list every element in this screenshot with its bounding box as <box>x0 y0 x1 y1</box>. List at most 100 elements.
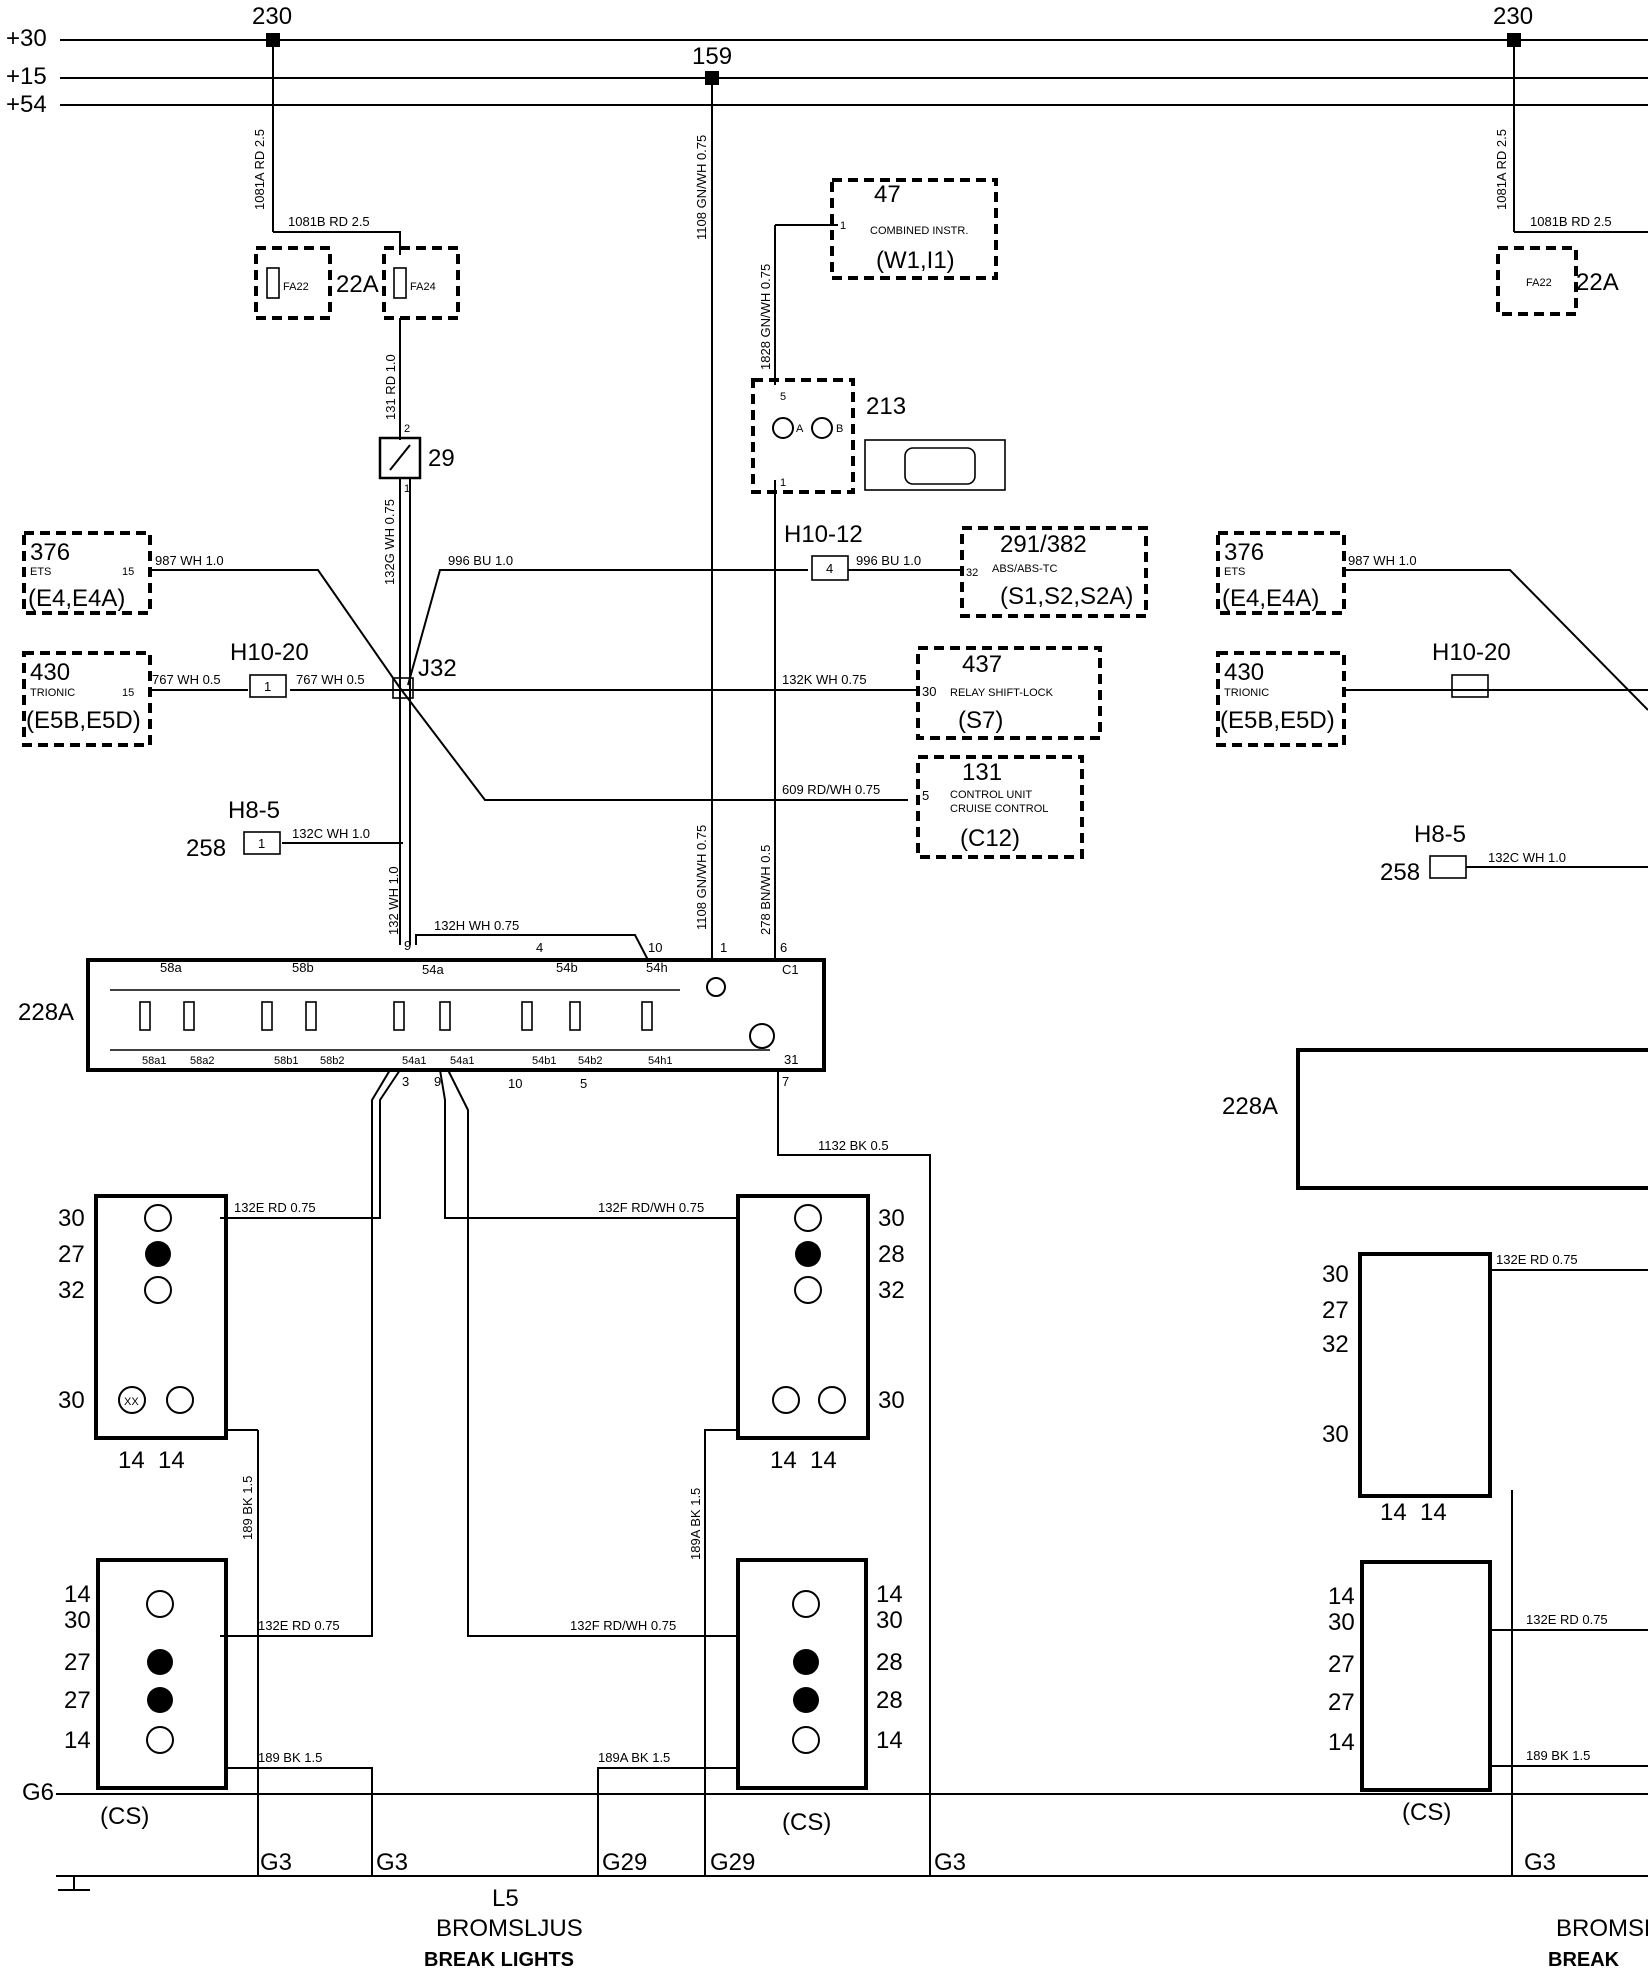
module-228a-label: 228A <box>18 999 74 1026</box>
comp-47-num: 47 <box>874 181 901 208</box>
fuse-section-left: 1081A RD 2.5 1081B RD 2.5 FA22 22A FA24 … <box>252 47 460 945</box>
ground-g29-1: G29 <box>602 1849 647 1876</box>
rail-30-label: +30 <box>6 25 47 52</box>
switch-29-pin1: 1 <box>404 483 410 495</box>
lamp-unit-left-upper: XX 30 27 32 30 14 14 189 BK 1.5 <box>58 1194 259 1876</box>
comp-47-pin: 1 <box>840 220 846 232</box>
lamp-lu-lab3: 30 <box>58 1387 85 1414</box>
wire-132k-label: 132K WH 0.75 <box>782 672 867 687</box>
lamp-ll-lab4: 14 <box>64 1727 91 1754</box>
pin-54h: 54h <box>646 960 668 975</box>
r-lu-0: 30 <box>1322 1261 1349 1288</box>
wire-189a2-label: 189A BK 1.5 <box>598 1750 670 1765</box>
lamp-cl-lab0: 14 <box>876 1581 903 1608</box>
comp-131-pin: 5 <box>922 788 929 803</box>
comp-376-pin: 15 <box>122 566 134 578</box>
wire-1081a-label: 1081A RD 2.5 <box>252 129 267 210</box>
r-430-num: 430 <box>1224 659 1264 686</box>
power-rails: +30 +15 +54 230 159 230 <box>6 3 1648 118</box>
pin-58a1: 58a1 <box>142 1055 166 1067</box>
lamp-lu-bottom: 14 14 <box>118 1447 185 1474</box>
lamp-cu-lab0: 30 <box>878 1205 905 1232</box>
r-ll-0: 14 <box>1328 1583 1355 1610</box>
r-376-num: 376 <box>1224 539 1264 566</box>
r-wire-1081b: 1081B RD 2.5 <box>1530 214 1612 229</box>
fuse-fa24 <box>393 267 407 299</box>
comp-131-name1: CONTROL UNIT <box>950 789 1032 801</box>
rail-54-label: +54 <box>6 91 47 118</box>
r-fuse-block: 22A <box>1576 269 1619 296</box>
switch-29-pin2: 2 <box>404 423 410 435</box>
wire-132e2-label: 132E RD 0.75 <box>258 1618 340 1633</box>
comp-131-name2: CRUISE CONTROL <box>950 803 1048 815</box>
wire-609-label: 609 RD/WH 0.75 <box>782 782 880 797</box>
fuse-fa22 <box>266 267 280 299</box>
comp-437-name: RELAY SHIFT-LOCK <box>950 687 1054 699</box>
comp-131: 131 5 CONTROL UNIT CRUISE CONTROL (C12) <box>916 755 1084 859</box>
lamp-cu-lab2: 32 <box>878 1277 905 1304</box>
car-icon <box>864 439 1006 491</box>
lamp-cl-lab4: 14 <box>876 1727 903 1754</box>
lamp-ll-lab3: 27 <box>64 1687 91 1714</box>
right-repeat-section: 1081A RD 2.5 1081B RD 2.5 FA22 22A 376 E… <box>1216 47 1648 1876</box>
comp-437: 437 30 RELAY SHIFT-LOCK (S7) <box>916 646 1102 740</box>
lamp-lu-lab1: 27 <box>58 1241 85 1268</box>
above-1: 1 <box>720 940 727 955</box>
conn-h1012-label: H10-12 <box>784 521 863 548</box>
lamp-ll-lab1: 30 <box>64 1607 91 1634</box>
pin-54b: 54b <box>556 960 578 975</box>
pin-58b2: 58b2 <box>320 1055 344 1067</box>
conn-h1012: H10-12 4 <box>784 521 863 581</box>
pin-54b2: 54b2 <box>578 1055 602 1067</box>
ground-g3-4: G3 <box>1524 1849 1556 1876</box>
comp-430: 430 TRIONIC 15 (E5B,E5D) <box>22 651 152 747</box>
wire-996a-label: 996 BU 1.0 <box>448 553 513 568</box>
lamp-unit-left-lower: 14 30 27 27 14 189 BK 1.5 (CS) <box>64 1558 373 1876</box>
ground-g3-3: G3 <box>934 1849 966 1876</box>
r-fuse-fa22: FA22 <box>1526 277 1552 289</box>
comp-430-name: TRIONIC <box>30 687 75 699</box>
conn-h85 <box>243 831 281 855</box>
wire-132-label: 132 WH 1.0 <box>386 866 401 935</box>
wire-132h-label: 132H WH 0.75 <box>434 918 519 933</box>
fuse-fa24-box <box>382 246 460 320</box>
wire-189b-label: 189 BK 1.5 <box>258 1750 322 1765</box>
wire-132f-label: 132F RD/WH 0.75 <box>598 1200 704 1215</box>
comp-131-num: 131 <box>962 759 1002 786</box>
pin-54h1: 54h1 <box>648 1055 672 1067</box>
wire-132f2-label: 132F RD/WH 0.75 <box>570 1618 676 1633</box>
above-9: 9 <box>404 938 411 953</box>
conn-h1020 <box>249 674 287 698</box>
node-159 <box>705 71 719 85</box>
comp-437-ref: (S7) <box>958 707 1003 734</box>
splice-j32 <box>392 677 414 699</box>
comp-291-382: 291/382 32 ABS/ABS-TC (S1,S2,S2A) <box>960 526 1148 618</box>
fuse-fa22-box <box>254 246 332 320</box>
wire-132c-label: 132C WH 1.0 <box>292 826 370 841</box>
lamp-ll-lab2: 27 <box>64 1649 91 1676</box>
pin-58a2: 58a2 <box>190 1055 214 1067</box>
footer: L5 BROMSLJUS BREAK LIGHTS BROMSL BREAK <box>424 1885 1648 1971</box>
pin-58b: 58b <box>292 960 314 975</box>
node-159-label: 159 <box>692 43 732 70</box>
r-wire-132e2: 132E RD 0.75 <box>1526 1612 1608 1627</box>
r-lu-2: 32 <box>1322 1331 1349 1358</box>
r-h1020: H10-20 <box>1432 639 1511 666</box>
footer-english: BREAK LIGHTS <box>424 1949 574 1971</box>
splice-j32-label: J32 <box>418 655 457 682</box>
switch-29-label: 29 <box>428 445 455 472</box>
lamp-cl-lab1: 30 <box>876 1607 903 1634</box>
above-10: 10 <box>648 940 662 955</box>
lamp-cu-lab3: 30 <box>878 1387 905 1414</box>
r-cs: (CS) <box>1402 1799 1451 1826</box>
wire-767b-label: 767 WH 0.5 <box>296 672 365 687</box>
lamp-cl-lab3: 28 <box>876 1687 903 1714</box>
pin-54b1: 54b1 <box>532 1055 556 1067</box>
r-376-ref: (E4,E4A) <box>1222 585 1319 612</box>
module-228a: 228A 132H WH 0.75 58a 58b 54a 54b 54h C1… <box>18 918 826 1091</box>
r-430-ref: (E5B,E5D) <box>1220 707 1335 734</box>
r-ll-4: 14 <box>1328 1729 1355 1756</box>
conn-h85-id: 258 <box>186 835 226 862</box>
wire-1081b-label: 1081B RD 2.5 <box>288 214 370 229</box>
